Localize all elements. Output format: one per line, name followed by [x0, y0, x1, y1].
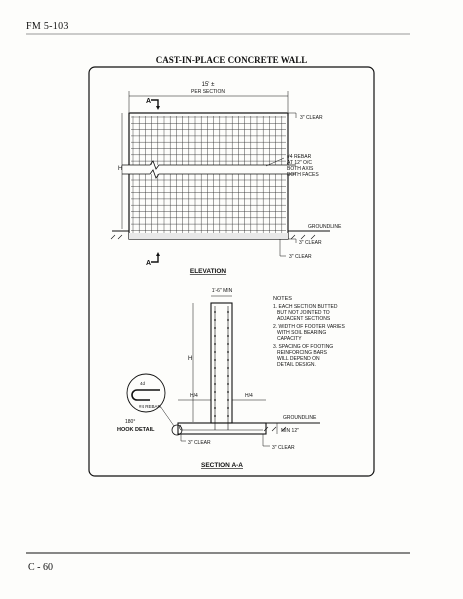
elevation-groundline-label: GROUNDLINE — [308, 224, 342, 230]
rebar-dot — [214, 359, 216, 361]
break-gap — [124, 165, 294, 174]
rebar-dot — [214, 415, 216, 417]
note-1-line-2: BUT NOT JOINTED TO — [277, 310, 330, 316]
section-groundline-label: GROUNDLINE — [283, 415, 317, 421]
right-extension-label: H/4 — [245, 393, 253, 399]
drawing-frame — [88, 66, 375, 477]
rebar-dot — [227, 359, 229, 361]
notes-heading: NOTES — [273, 296, 292, 302]
wall-stem — [210, 302, 233, 424]
elevation-label: ELEVATION — [190, 268, 227, 275]
wall-elevation-outline — [128, 112, 289, 240]
break-line-top — [122, 160, 296, 170]
rebar-dot — [214, 327, 216, 329]
note-1-line-3: ADJACENT SECTIONS — [277, 316, 331, 322]
rebar-dot — [227, 399, 229, 401]
hook-callout-circle — [171, 424, 183, 436]
footing-strip — [129, 233, 288, 239]
rebar-dot — [214, 311, 216, 313]
clear-right-label: 3" CLEAR — [272, 445, 295, 451]
rebar-dots — [214, 311, 229, 417]
hook-bar — [131, 389, 160, 401]
rebar-note-4: BOTH FACES — [287, 172, 319, 178]
note-2-line-3: CAPACITY — [277, 336, 302, 342]
min-depth-label: MIN 12" — [281, 428, 299, 434]
note-3-line-1: 3. SPACING OF FOOTING — [273, 344, 333, 350]
rebar-dot — [214, 391, 216, 393]
footing-clear-label: 3" CLEAR — [289, 254, 312, 260]
note-3-line-4: DETAIL DESIGN. — [277, 362, 316, 368]
top-width-label: 1'-6" MIN — [212, 288, 233, 294]
rebar-dot — [214, 407, 216, 409]
rebar-dot — [214, 335, 216, 337]
hook-detail-circle — [126, 373, 166, 413]
note-2-line-1: 2. WIDTH OF FOOTER VARIES — [273, 324, 346, 330]
rebar-dot — [214, 319, 216, 321]
rebar-grid — [131, 116, 289, 237]
rebar-dot — [214, 375, 216, 377]
width-label: 15' ± — [202, 82, 215, 88]
page-number: C - 60 — [28, 562, 53, 573]
manual-id: FM 5-103 — [26, 21, 69, 32]
rebar-dot — [227, 327, 229, 329]
rebar-dot — [214, 343, 216, 345]
section-mark-bottom: A — [146, 260, 151, 267]
ground-hatch — [110, 234, 316, 240]
section-view: 1'-6" MIN H H/4 H/4 GROUNDLINE MIN 12" 3… — [117, 288, 320, 469]
note-3-line-3: WILL DEPEND ON — [277, 356, 320, 362]
footing — [177, 422, 267, 435]
rebar-dot — [227, 311, 229, 313]
section-cut-top — [151, 99, 159, 108]
rebar-dot — [214, 383, 216, 385]
drawing-title: CAST-IN-PLACE CONCRETE WALL — [155, 55, 308, 65]
rebar-dot — [227, 415, 229, 417]
section-height-label: H — [188, 356, 192, 362]
bottom-clear-label: 3" CLEAR — [299, 240, 322, 246]
elevation-view: 15' ± PER SECTION A A 3" CLEAR H #4 REBA… — [110, 82, 342, 275]
rebar-dot — [214, 367, 216, 369]
hook-detail-label: HOOK DETAIL — [117, 427, 155, 433]
note-3-line-2: REINFORCING BARS — [277, 350, 328, 356]
elevation-height-label: H — [118, 166, 122, 172]
rebar-note-3: BOTH AXIS — [287, 166, 314, 172]
section-mark-top: A — [146, 98, 151, 105]
rebar-dot — [227, 391, 229, 393]
rebar-note-1: #4 REBAR — [287, 154, 312, 160]
rebar-dot — [227, 375, 229, 377]
top-clear-label: 3" CLEAR — [300, 115, 323, 121]
rebar-dot — [227, 367, 229, 369]
break-line-bottom — [122, 169, 296, 179]
rebar-dot — [227, 383, 229, 385]
rebar-note-2: AT 12" O/C — [287, 160, 312, 166]
width-sub-label: PER SECTION — [191, 89, 225, 95]
note-2-line-2: WITH SOIL BEARING — [277, 330, 326, 336]
rebar-dot — [227, 343, 229, 345]
rebar-leader — [265, 157, 285, 167]
section-cut-bottom — [151, 254, 159, 263]
note-1-line-1: 1. EACH SECTION BUTTED — [273, 304, 338, 310]
rebar-dot — [214, 399, 216, 401]
clear-left-label: 3" CLEAR — [188, 440, 211, 446]
hook-rebar: #4 REBAR — [139, 404, 162, 409]
hook-dim: 4d — [140, 381, 146, 386]
section-label: SECTION A-A — [201, 462, 243, 469]
notes-block: NOTES 1. EACH SECTION BUTTED BUT NOT JOI… — [273, 296, 346, 368]
rebar-dot — [227, 335, 229, 337]
rebar-dot — [214, 351, 216, 353]
rebar-dot — [227, 351, 229, 353]
left-extension-label: H/4 — [190, 393, 198, 399]
rebar-dot — [227, 319, 229, 321]
rebar-dot — [227, 407, 229, 409]
hook-angle: 180° — [125, 419, 135, 425]
